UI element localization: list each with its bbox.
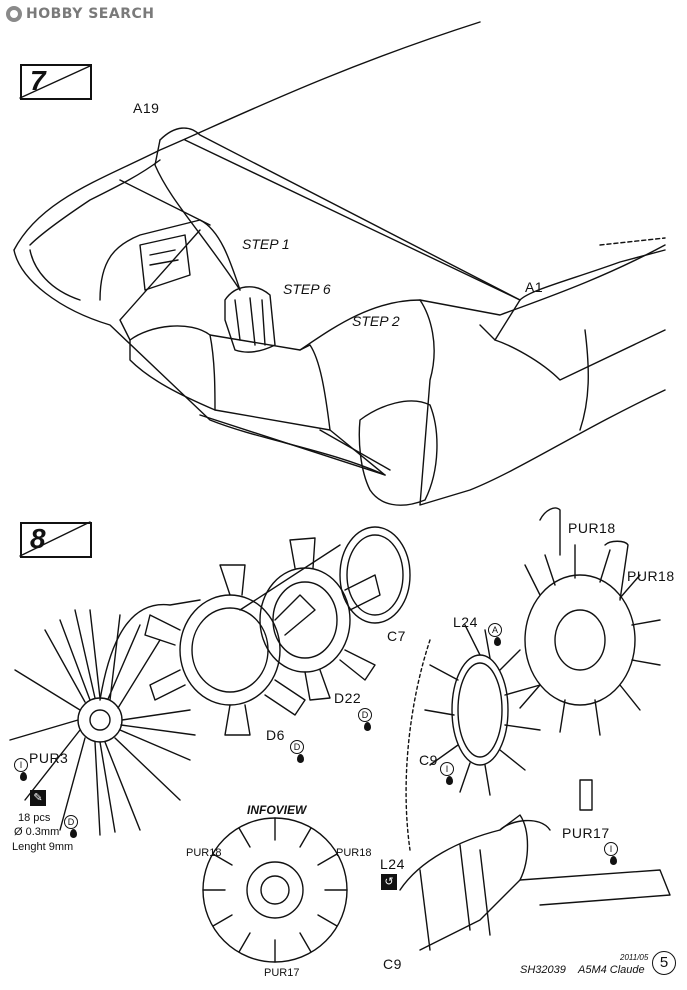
part-a19-label: A19	[133, 100, 160, 116]
part-d22-label: D22	[334, 690, 362, 706]
part-l24-lower-label: L24	[380, 856, 405, 872]
part-c9-label: C9	[419, 752, 438, 768]
wire-diameter-note: Ø 0.3mm	[14, 826, 60, 838]
step-8-number: 8	[30, 523, 46, 554]
paint-drop-icon	[70, 829, 77, 838]
paint-drop-icon	[297, 754, 304, 763]
page-number: 5	[652, 951, 676, 975]
paint-a-icon: A	[488, 623, 502, 637]
crankcase-d6	[144, 564, 316, 736]
step-7-box: 7	[20, 64, 92, 100]
cockpit-tub	[129, 325, 331, 431]
engine-assembly	[519, 544, 661, 736]
part-pur3-label: PUR3	[29, 750, 69, 766]
part-l24-label: L24	[453, 614, 478, 630]
paint-i-icon: I	[604, 842, 618, 856]
instrument-panel	[139, 234, 191, 291]
part-pur18-top-label: PUR18	[568, 520, 616, 536]
ignition-wire-spray	[9, 609, 196, 836]
step-2-reference: STEP 2	[352, 313, 400, 329]
footer-kit-code: SH32039	[520, 964, 566, 976]
infoview-title: INFOVIEW	[247, 803, 307, 817]
watermark-text: HOBBY SEARCH	[26, 6, 155, 22]
step-8-box: 8	[20, 522, 92, 558]
footer-model-name: A5M4 Claude	[578, 964, 645, 976]
fuselage-outline	[13, 21, 481, 251]
hobbysearch-logo-icon	[6, 6, 22, 22]
part-pur17-label: PUR17	[562, 825, 610, 841]
glue-icon: ↺	[381, 874, 397, 890]
paint-d-icon: D	[358, 708, 372, 722]
infoview-pur18-left-label: PUR18	[186, 847, 222, 859]
part-c7-label: C7	[387, 628, 406, 644]
paint-drop-icon	[494, 637, 501, 646]
wing-outline	[299, 244, 666, 351]
canopy-panel	[159, 127, 521, 341]
cowl-ring-c7	[339, 526, 411, 624]
wire-length-note: Lenght 9mm	[12, 841, 74, 853]
paint-i-icon: I	[14, 758, 28, 772]
part-a1-label: A1	[525, 279, 544, 295]
infoview-engine	[202, 817, 348, 963]
paint-drop-icon	[20, 772, 27, 781]
footer-date: 2011/05	[620, 953, 649, 962]
hobbysearch-watermark: HOBBY SEARCH	[6, 6, 154, 22]
paint-d-icon: D	[290, 740, 304, 754]
part-d6-label: D6	[266, 727, 285, 743]
part-c9-lower-label: C9	[383, 956, 402, 972]
pilot-seat	[224, 286, 276, 353]
paint-i-icon: I	[440, 762, 454, 776]
wire-count-note: 18 pcs	[18, 812, 51, 824]
paint-drop-icon	[446, 776, 453, 785]
infoview-pur18-right-label: PUR18	[336, 847, 372, 859]
step-7-number: 7	[30, 65, 46, 96]
part-pur18-right-label: PUR18	[627, 568, 675, 584]
ignition-ring-l24	[424, 624, 541, 796]
paint-drop-icon	[610, 856, 617, 865]
step-6-reference: STEP 6	[283, 281, 331, 297]
step-1-reference: STEP 1	[242, 236, 290, 252]
wire-bundle-icon: ✎	[30, 790, 46, 806]
paint-drop-icon	[364, 722, 371, 731]
paint-d-icon: D	[64, 815, 78, 829]
infoview-pur17-label: PUR17	[264, 967, 300, 979]
